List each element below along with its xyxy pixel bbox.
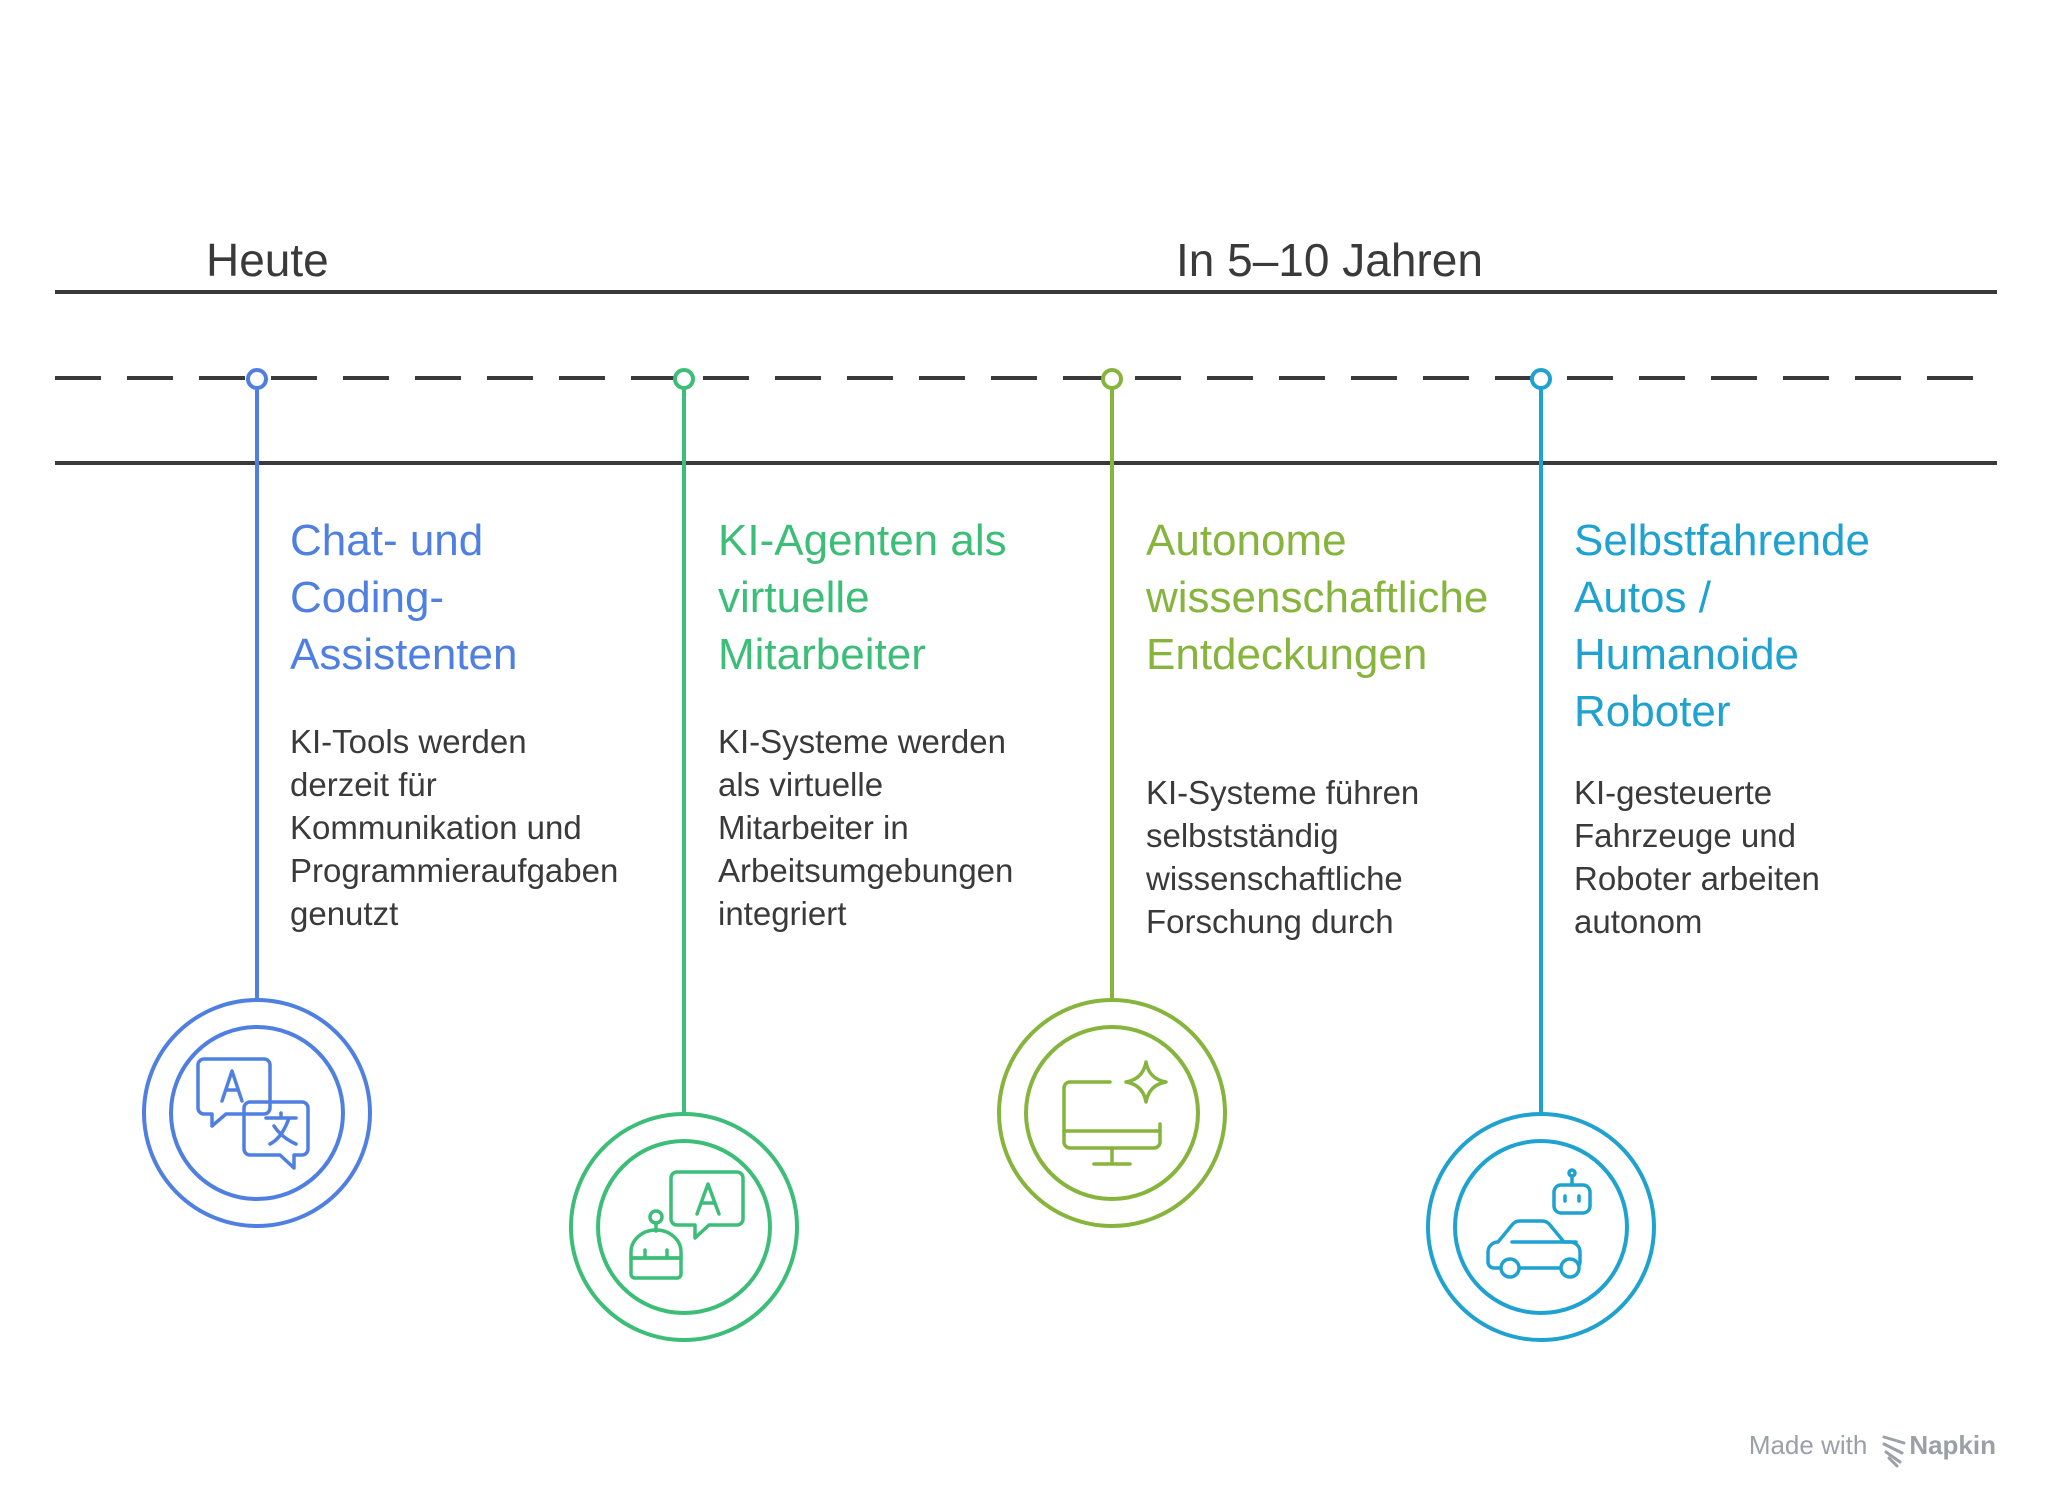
- milestone-1-title: Chat- und Coding- Assistenten: [290, 516, 518, 679]
- made-with-napkin-credit[interactable]: Made with Napkin: [1749, 1430, 1996, 1461]
- milestone-2-dot: [673, 368, 695, 390]
- milestone-4-inner-ring: [1453, 1139, 1629, 1315]
- milestone-3-graphic: [997, 368, 1227, 1228]
- credit-prefix: Made with: [1748, 1430, 1868, 1460]
- milestone-3-title: Autonome wissenschaftliche Entdeckungen: [1146, 516, 1489, 679]
- credit-brand: Napkin: [1909, 1430, 1996, 1460]
- milestone-4-title: Selbstfahrende Autos / Humanoide Roboter: [1574, 516, 1870, 736]
- milestone-2-description: KI-Systeme werden als virtuelle Mitarbei…: [718, 723, 1014, 932]
- milestone-2-outer-ring: [569, 1112, 799, 1342]
- milestone-3-dot: [1101, 368, 1123, 390]
- milestone-1-graphic: [142, 368, 372, 1228]
- translate-chat-icon: [196, 1057, 310, 1170]
- milestone-3-description: KI-Systeme führen selbstständig wissensc…: [1146, 774, 1420, 940]
- milestone-3-outer-ring: [997, 998, 1227, 1228]
- napkin-logo-icon: [1882, 1435, 1906, 1468]
- milestone-1-inner-ring: [169, 1025, 345, 1201]
- monitor-sparkle-icon: [1062, 1060, 1168, 1166]
- robot-chat-icon: [629, 1170, 745, 1280]
- milestone-1-description: KI-Tools werden derzeit für Kommunikatio…: [290, 723, 619, 932]
- milestone-2-inner-ring: [596, 1139, 772, 1315]
- milestone-1-dot: [246, 368, 268, 390]
- milestone-4-description: KI-gesteuerte Fahrzeuge und Roboter arbe…: [1574, 774, 1820, 940]
- milestone-2-graphic: [569, 368, 799, 1342]
- header-today: Heute: [206, 234, 329, 286]
- milestone-1-outer-ring: [142, 998, 372, 1228]
- milestone-4-graphic: [1426, 368, 1656, 1342]
- milestone-2-title: KI-Agenten als virtuelle Mitarbeiter: [718, 516, 1007, 679]
- car-robot-icon: [1486, 1168, 1592, 1279]
- header-future: In 5–10 Jahren: [1176, 234, 1483, 286]
- milestone-4-dot: [1530, 368, 1552, 390]
- milestone-3-inner-ring: [1024, 1025, 1200, 1201]
- milestone-4-outer-ring: [1426, 1112, 1656, 1342]
